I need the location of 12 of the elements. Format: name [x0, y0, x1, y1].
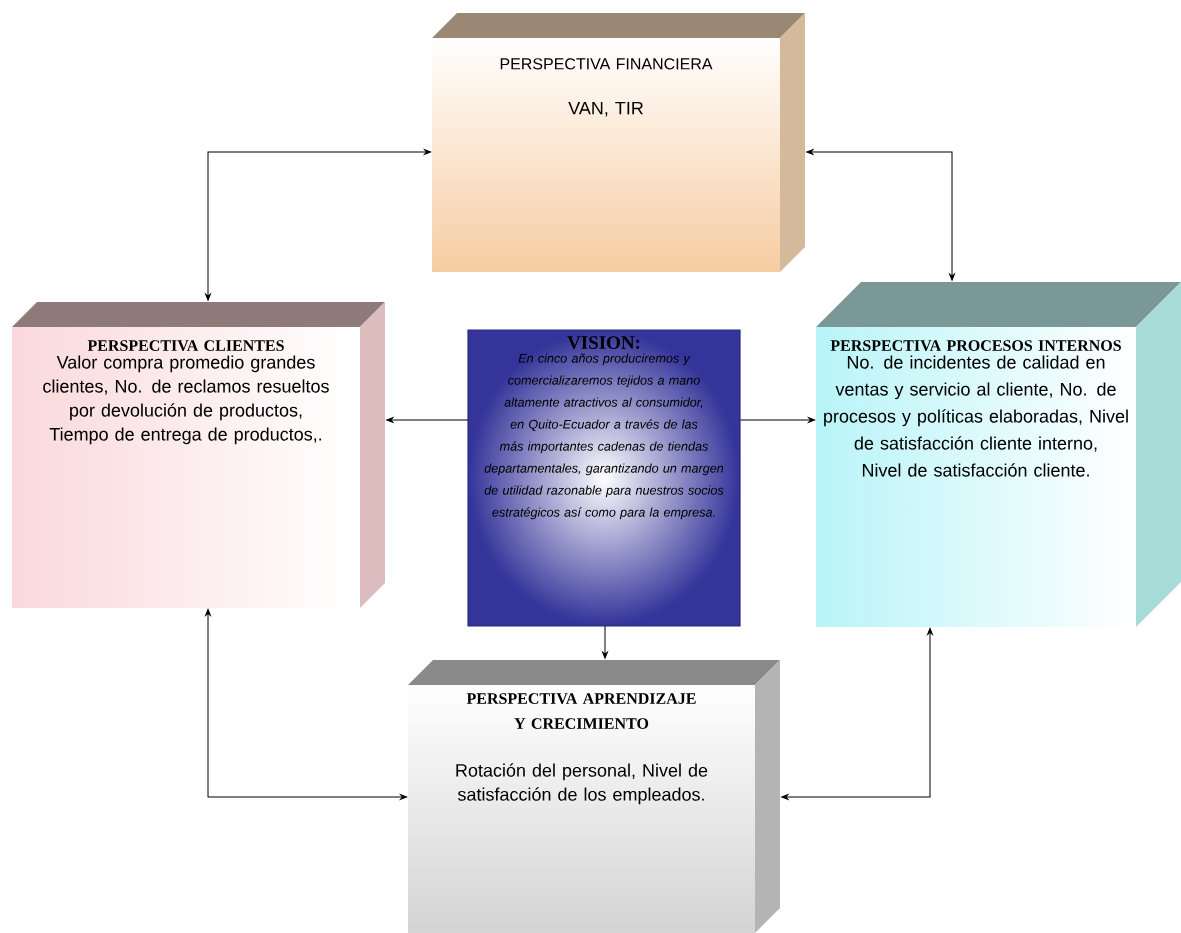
- arrow: [806, 149, 955, 281]
- cube-box: PERSPECTIVA FINANCIERA VAN, TIR: [432, 13, 805, 272]
- arrow: [781, 627, 933, 800]
- cube-box: PERSPECTIVA CLIENTES Valor compra promedio grandes clientes, No. de reclamos resueltos por devolución de productos, Tiempo de entrega de productos,.: [12, 302, 385, 608]
- cube-box: VISION: En cinco años produciremos y comercializaremos tejidos a mano altamente atractivos al consumidor, en Quito-Ecuador a través de las más importantes cadenas de tiendas departamentales, garantizando un margen de utilidad razonable para nuestros socios estratégicos así como para la empresa.: [467, 329, 741, 627]
- arrow: [205, 149, 432, 301]
- arrow: [602, 625, 608, 659]
- arrow: [739, 417, 816, 423]
- arrow: [386, 417, 469, 423]
- arrow: [205, 608, 408, 800]
- cube-box: PERSPECTIVA APRENDIZAJE Y CRECIMIENTO Rotación del personal, Nivel de satisfacción de los empleados.: [408, 660, 780, 933]
- cube-box: PERSPECTIVA PROCESOS INTERNOS No. de incidentes de calidad en ventas y servicio al cliente, No. de procesos y políticas elaboradas, Nivel de satisfacción cliente interno, Nivel de satisfacción cliente.: [816, 282, 1181, 627]
